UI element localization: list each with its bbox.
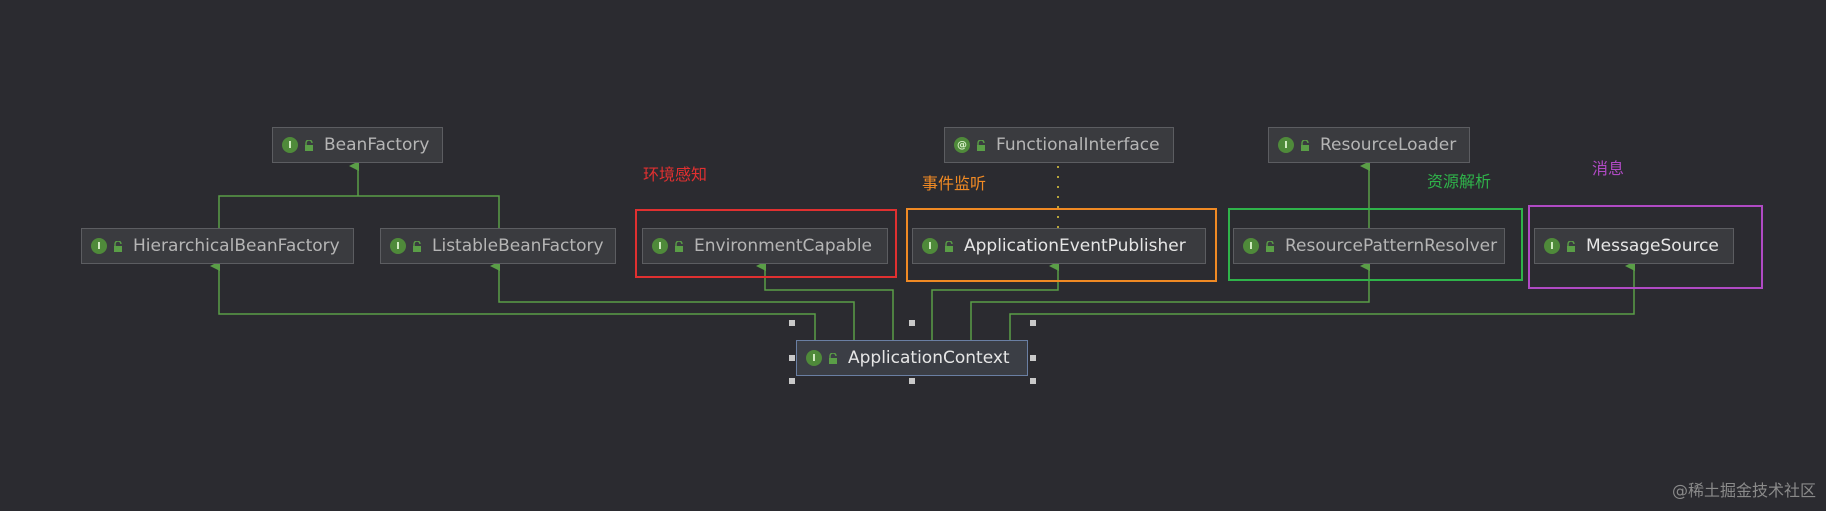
public-lock-icon bbox=[945, 240, 953, 252]
watermark: @稀土掘金技术社区 bbox=[1671, 481, 1816, 500]
annotation-icon: @ bbox=[954, 137, 970, 153]
selection-handle[interactable] bbox=[909, 320, 915, 326]
selection-handle[interactable] bbox=[789, 378, 795, 384]
node-hierarchical-bean-factory[interactable]: I HierarchicalBeanFactory bbox=[81, 228, 354, 264]
edge-context-to-listable bbox=[490, 261, 855, 340]
messages-annotation: 消息 bbox=[1592, 159, 1625, 178]
interface-icon: I bbox=[1278, 137, 1294, 153]
node-label: ApplicationContext bbox=[848, 348, 1010, 368]
public-lock-icon bbox=[829, 352, 837, 364]
edge-context-to-environment bbox=[756, 261, 894, 340]
node-label: ApplicationEventPublisher bbox=[964, 236, 1186, 256]
public-lock-icon bbox=[305, 139, 313, 151]
node-resource-loader[interactable]: I ResourceLoader bbox=[1268, 127, 1470, 163]
events-annotation: 事件监听 bbox=[922, 174, 987, 193]
node-resource-pattern-resolver[interactable]: I ResourcePatternResolver bbox=[1233, 228, 1505, 264]
interface-icon: I bbox=[282, 137, 298, 153]
interface-icon: I bbox=[1544, 238, 1560, 254]
selection-handle[interactable] bbox=[1030, 378, 1036, 384]
node-label: HierarchicalBeanFactory bbox=[133, 236, 340, 256]
edge-hierarchical-to-beanfactory bbox=[218, 195, 500, 228]
selection-handle[interactable] bbox=[1030, 355, 1036, 361]
interface-icon: I bbox=[922, 238, 938, 254]
public-lock-icon bbox=[1266, 240, 1274, 252]
edge-context-to-resolver bbox=[970, 261, 1370, 340]
public-lock-icon bbox=[977, 139, 985, 151]
messages-group-box bbox=[1528, 205, 1763, 289]
node-label: ResourcePatternResolver bbox=[1285, 236, 1498, 256]
node-environment-capable[interactable]: I EnvironmentCapable bbox=[642, 228, 888, 264]
edge-context-to-hierarchical bbox=[210, 261, 816, 340]
edge-context-to-publisher bbox=[931, 261, 1059, 340]
node-application-context[interactable]: I ApplicationContext bbox=[796, 340, 1028, 376]
node-label: FunctionalInterface bbox=[996, 135, 1160, 155]
public-lock-icon bbox=[675, 240, 683, 252]
node-application-event-publisher[interactable]: I ApplicationEventPublisher bbox=[912, 228, 1206, 264]
events-group-box bbox=[906, 208, 1217, 282]
node-label: BeanFactory bbox=[324, 135, 430, 155]
node-listable-bean-factory[interactable]: I ListableBeanFactory bbox=[380, 228, 616, 264]
interface-icon: I bbox=[806, 350, 822, 366]
selection-handle[interactable] bbox=[1030, 320, 1036, 326]
selection-handle[interactable] bbox=[789, 355, 795, 361]
interface-icon: I bbox=[390, 238, 406, 254]
public-lock-icon bbox=[114, 240, 122, 252]
node-functional-interface[interactable]: @ FunctionalInterface bbox=[944, 127, 1174, 163]
selection-handle[interactable] bbox=[909, 378, 915, 384]
resources-annotation: 资源解析 bbox=[1427, 172, 1492, 191]
public-lock-icon bbox=[1301, 139, 1309, 151]
interface-icon: I bbox=[91, 238, 107, 254]
node-bean-factory[interactable]: I BeanFactory bbox=[272, 127, 443, 163]
interface-icon: I bbox=[1243, 238, 1259, 254]
environment-group-box bbox=[635, 209, 897, 278]
public-lock-icon bbox=[1567, 240, 1575, 252]
node-label: ListableBeanFactory bbox=[432, 236, 604, 256]
resources-group-box bbox=[1228, 208, 1523, 281]
node-message-source[interactable]: I MessageSource bbox=[1534, 228, 1734, 264]
selection-handle[interactable] bbox=[789, 320, 795, 326]
edge-context-to-messagesource bbox=[1009, 261, 1635, 340]
environment-annotation: 环境感知 bbox=[643, 165, 708, 184]
interface-icon: I bbox=[652, 238, 668, 254]
node-label: ResourceLoader bbox=[1320, 135, 1457, 155]
node-label: EnvironmentCapable bbox=[694, 236, 873, 256]
public-lock-icon bbox=[413, 240, 421, 252]
node-label: MessageSource bbox=[1586, 236, 1719, 256]
